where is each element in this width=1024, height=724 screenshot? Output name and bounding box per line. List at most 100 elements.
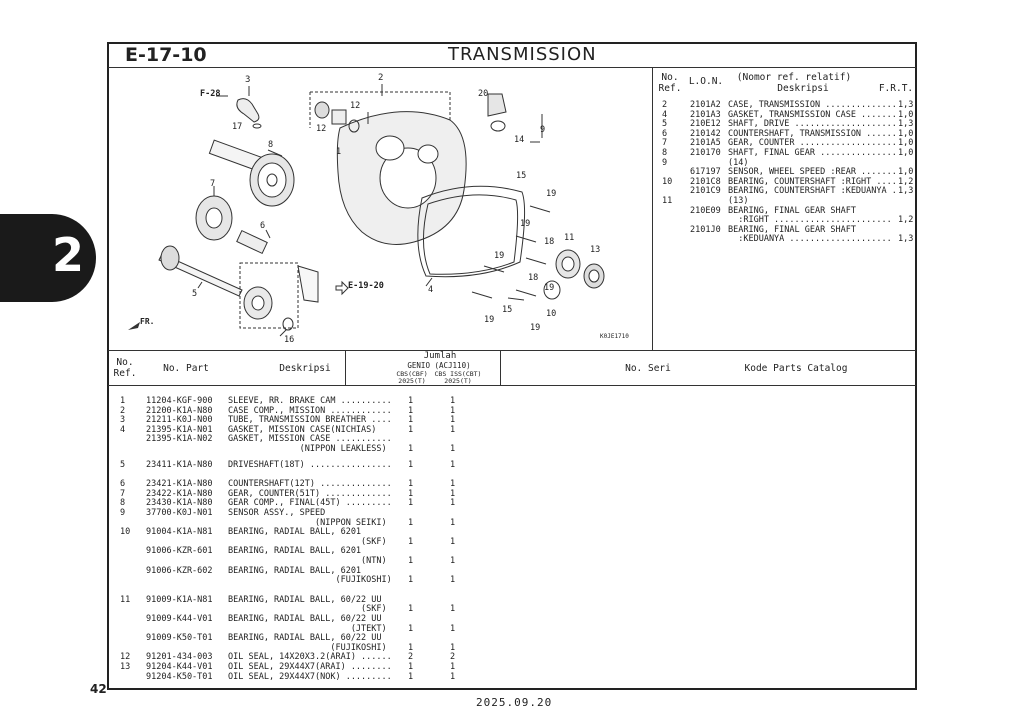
rt-head-desc-top: (Nomor ref. relatif) bbox=[736, 72, 852, 83]
ref-desc: :RIGHT ....................... bbox=[728, 215, 892, 226]
ref-label-3: 3 bbox=[245, 75, 251, 85]
qty-cbs-iss: 2 bbox=[450, 652, 456, 663]
lon-code: 210E09 bbox=[690, 205, 721, 216]
frt-value: 1,0 bbox=[898, 148, 914, 158]
pt-head-catalog: Kode Parts Catalog bbox=[744, 363, 848, 374]
part-number: 91009-K44-V01 bbox=[146, 614, 213, 624]
frt-value: 1,3 bbox=[898, 234, 914, 245]
qty-cbs-cbf: 1 bbox=[408, 671, 414, 682]
qty-cbs-cbf: 1 bbox=[408, 488, 414, 499]
lon-code: 2101C8 bbox=[690, 176, 721, 187]
ref-no: 6 bbox=[120, 479, 126, 490]
qty-cbs-cbf: 1 bbox=[408, 642, 414, 653]
ref-label-12a: 12 bbox=[316, 124, 327, 134]
ref-label-9: 9 bbox=[540, 125, 546, 135]
ref-no: 11 bbox=[120, 594, 131, 605]
ref-no: 6 bbox=[662, 128, 668, 139]
ref-label-12b: 12 bbox=[350, 101, 361, 111]
qty-cbs-iss: 1 bbox=[450, 498, 456, 509]
part-number: 91006-KZR-602 bbox=[146, 565, 213, 576]
qty-cbs-iss: 1 bbox=[450, 405, 456, 416]
ref-label-19c: 19 bbox=[494, 251, 505, 261]
ref-label-11: 11 bbox=[564, 233, 575, 243]
ref-no: 10 bbox=[120, 527, 131, 538]
lon-code: 2101A3 bbox=[690, 109, 721, 120]
part-number: 23422-K1A-N80 bbox=[146, 488, 213, 499]
ref-no: 12 bbox=[120, 652, 131, 663]
part-desc: GASKET, MISSION CASE(NICHIAS) bbox=[228, 424, 377, 435]
ref-no: 11 bbox=[662, 196, 673, 206]
frt-value: 1,3 bbox=[898, 186, 914, 197]
qty-cbs-cbf: 1 bbox=[408, 444, 414, 454]
frt-value: 1,2 bbox=[898, 215, 914, 226]
ref-desc: GASKET, TRANSMISSION CASE ....... bbox=[728, 109, 897, 120]
part-desc: BEARING, RADIAL BALL, 6201 bbox=[228, 546, 362, 557]
part-desc: OIL SEAL, 29X44X7(NOK) ......... bbox=[228, 671, 392, 682]
ref-desc: SENSOR, WHEEL SPEED :REAR ....... bbox=[728, 167, 897, 178]
front-arrow-label: FR. bbox=[140, 317, 155, 326]
part-desc: (NTN) bbox=[228, 556, 387, 566]
part-desc: BEARING, RADIAL BALL, 60/22 UU bbox=[228, 633, 382, 644]
ref-e1920: E-19-20 bbox=[348, 281, 384, 291]
part-desc: BEARING, RADIAL BALL, 60/22 UU bbox=[228, 594, 382, 605]
qty-cbs-cbf: 1 bbox=[408, 498, 414, 509]
part-number: 37700-K0J-N01 bbox=[146, 508, 213, 518]
qty-cbs-iss: 1 bbox=[450, 415, 456, 426]
ref-no: 13 bbox=[120, 662, 131, 672]
pt-head-cbs-iss: CBS ISS(CBT) bbox=[434, 370, 482, 378]
ref-no: 5 bbox=[662, 119, 668, 130]
part-desc: (FUJIKOSHI) bbox=[228, 642, 387, 653]
ref-no: 10 bbox=[662, 176, 673, 187]
ref-desc: COUNTERSHAFT, TRANSMISSION ...... bbox=[728, 128, 897, 139]
qty-cbs-cbf: 1 bbox=[408, 479, 414, 490]
lon-code: 210E12 bbox=[690, 119, 721, 130]
ref-no: 9 bbox=[662, 157, 668, 168]
ref-no: 1 bbox=[120, 396, 126, 406]
ref-label-6: 6 bbox=[260, 221, 266, 231]
part-desc: (SKF) bbox=[228, 536, 387, 547]
diagram-code: K0JE1710 bbox=[600, 333, 629, 340]
ref-no: 2 bbox=[662, 100, 668, 110]
ref-label-20: 20 bbox=[478, 89, 489, 99]
part-number: 91009-K1A-N81 bbox=[146, 594, 213, 605]
qty-cbs-cbf: 1 bbox=[408, 459, 414, 470]
ref-label-2: 2 bbox=[378, 73, 384, 83]
ref-no: 8 bbox=[120, 498, 126, 509]
frt-value: 1,0 bbox=[898, 167, 914, 178]
lon-code: 2101C9 bbox=[690, 186, 721, 197]
ref-desc: :KEDUANYA .................... bbox=[728, 234, 892, 245]
ref-desc: BEARING, COUNTERSHAFT :RIGHT .... bbox=[728, 176, 897, 187]
part-number: 23430-K1A-N80 bbox=[146, 498, 213, 509]
ref-desc: CASE, TRANSMISSION .............. bbox=[728, 100, 897, 110]
pt-head-year-1: 2025(T) bbox=[398, 377, 426, 385]
ref-label-5: 5 bbox=[192, 289, 198, 299]
qty-cbs-cbf: 1 bbox=[408, 405, 414, 416]
part-desc: SENSOR ASSY., SPEED bbox=[228, 508, 326, 518]
qty-cbs-iss: 1 bbox=[450, 536, 456, 547]
part-desc: OIL SEAL, 29X44X7(ARAI) ........ bbox=[228, 662, 392, 672]
qty-cbs-cbf: 1 bbox=[408, 556, 414, 566]
qty-cbs-cbf: 1 bbox=[408, 396, 414, 406]
pt-head-year-2: 2025(T) bbox=[444, 377, 472, 385]
ref-label-17: 17 bbox=[232, 122, 243, 132]
ref-desc: (13) bbox=[728, 196, 749, 206]
lon-code: 2101J0 bbox=[690, 224, 721, 235]
pt-head-part: No. Part bbox=[163, 363, 209, 374]
frt-value: 1,0 bbox=[898, 109, 914, 120]
part-desc: OIL SEAL, 14X20X3.2(ARAI) ...... bbox=[228, 652, 392, 663]
qty-cbs-iss: 1 bbox=[450, 459, 456, 470]
rt-head-desc: Deskripsi bbox=[777, 83, 829, 94]
ref-label-19d: 19 bbox=[544, 283, 555, 293]
part-desc: GEAR, COUNTER(51T) ............. bbox=[228, 488, 392, 499]
part-desc: COUNTERSHAFT(12T) .............. bbox=[228, 479, 392, 490]
ref-label-19a: 19 bbox=[546, 189, 557, 199]
part-desc: GEAR COMP., FINAL(45T) ......... bbox=[228, 498, 392, 509]
ref-label-15b: 15 bbox=[502, 305, 513, 315]
qty-cbs-cbf: 1 bbox=[408, 604, 414, 615]
ref-no: 8 bbox=[662, 148, 668, 158]
ref-desc: BEARING, COUNTERSHAFT :KEDUANYA . bbox=[728, 186, 897, 197]
part-number: 23421-K1A-N80 bbox=[146, 479, 213, 490]
qty-cbs-iss: 1 bbox=[450, 444, 456, 454]
diagram-divider bbox=[652, 67, 653, 350]
part-number: 21211-K0J-N00 bbox=[146, 415, 213, 426]
